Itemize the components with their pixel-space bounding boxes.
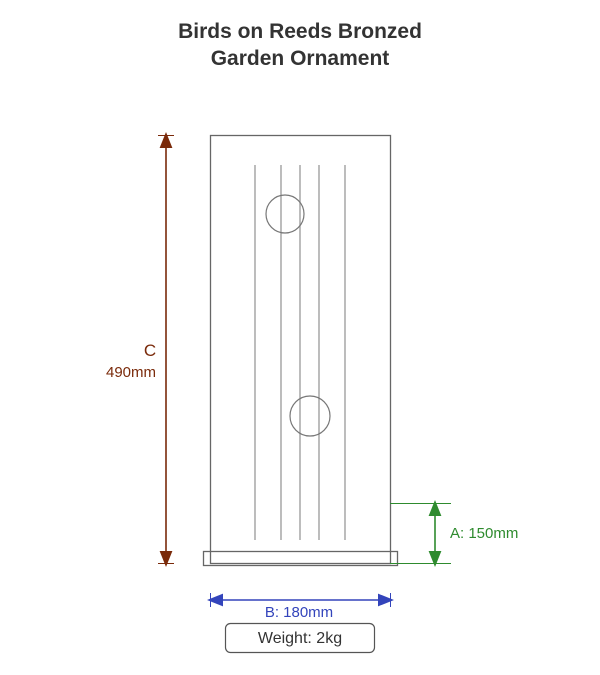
bird-upper: [265, 194, 305, 234]
ornament-base: [202, 550, 399, 567]
bird-lower: [289, 395, 331, 437]
weight-box: [224, 622, 376, 654]
dimension-b: [207, 593, 394, 607]
reeds: [254, 165, 346, 540]
weight-label: Weight: 2kg: [258, 630, 342, 647]
dimension-c-letter: C: [144, 341, 156, 360]
dimension-a: A: 150mm: [390, 500, 518, 567]
title-line-1: Birds on Reeds Bronzed: [178, 20, 422, 43]
dimension-a-label: A: 150mm: [450, 525, 518, 542]
dimension-c-value: 490mm: [106, 364, 156, 381]
title-line-2: Garden Ornament: [210, 47, 390, 70]
dimension-b-label: B: 180mm: [265, 604, 333, 621]
page-title: Birds on Reeds Bronzed Garden Ornament: [0, 18, 600, 72]
weight-badge: Weight: 2kg: [224, 622, 376, 654]
dimension-c: C 490mm: [106, 132, 174, 567]
ornament-body: [209, 134, 392, 565]
